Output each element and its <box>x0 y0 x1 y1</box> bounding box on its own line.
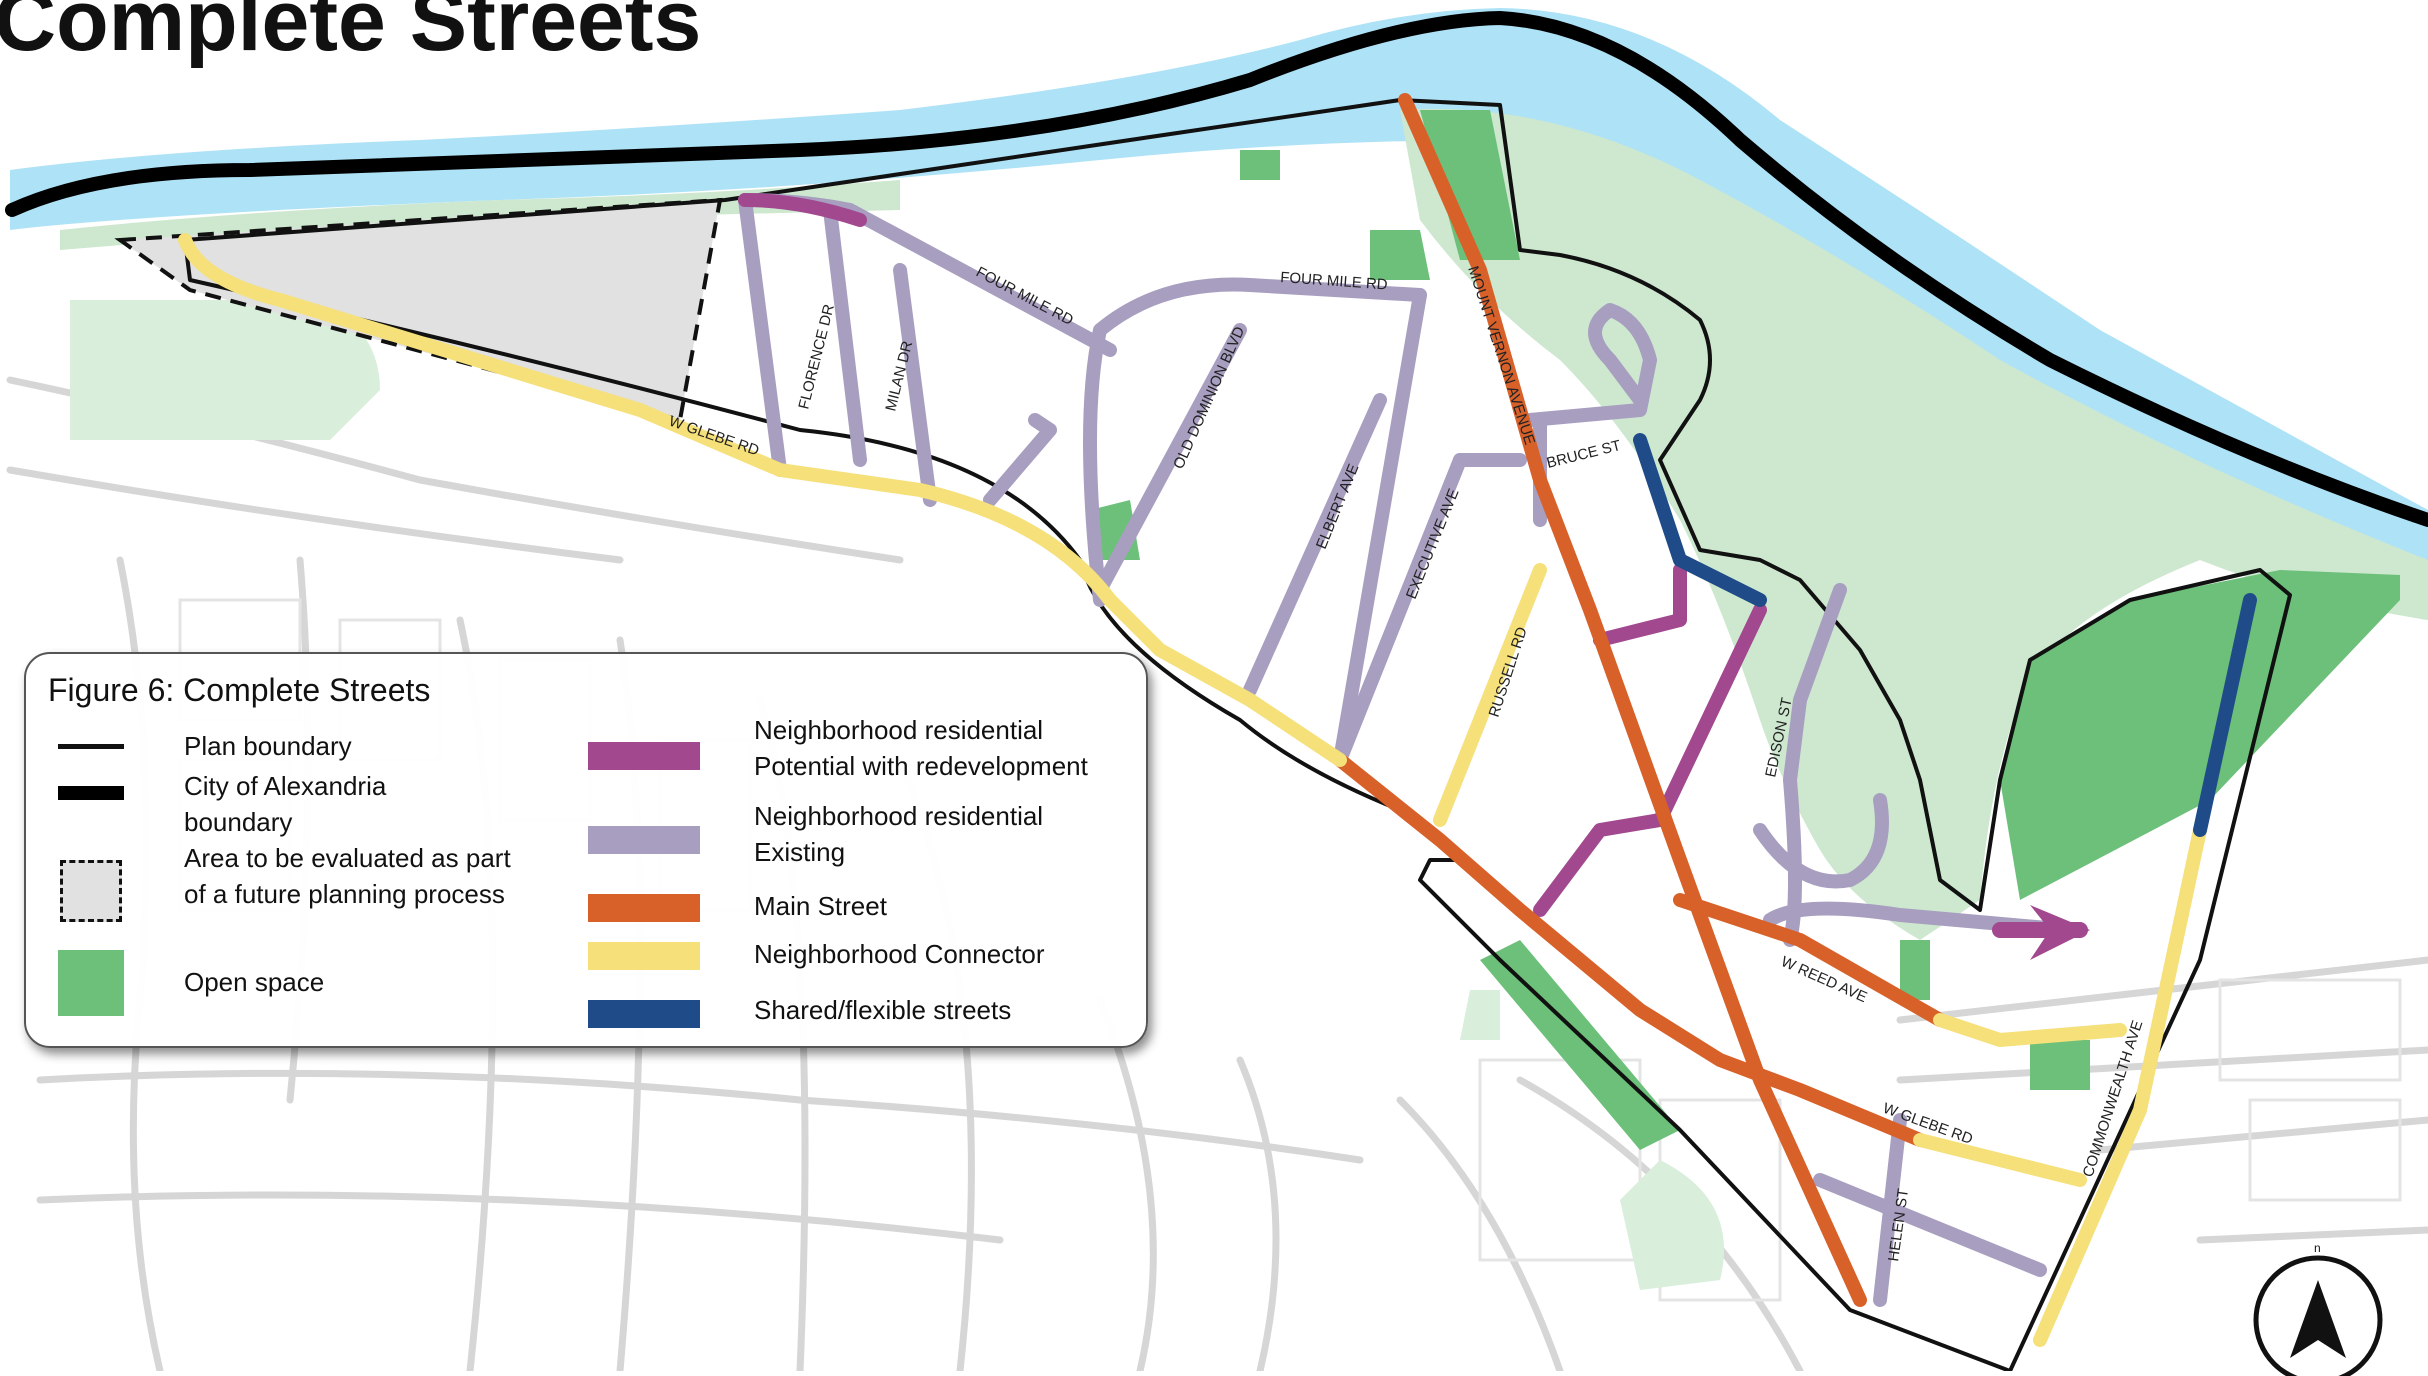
legend-main-street: Main Street <box>754 891 887 921</box>
city-boundary-swatch <box>58 786 124 800</box>
label-w-glebe-rd-1: W GLEBE RD <box>667 413 762 460</box>
plan-boundary <box>183 98 2292 1371</box>
north-arrow-icon: n <box>2253 1241 2383 1376</box>
label-executive-ave: EXECUTIVE AVE <box>1403 486 1463 601</box>
legend-shared-streets: Shared/flexible streets <box>754 995 1012 1025</box>
label-four-mile-rd-1: FOUR MILE RD <box>973 264 1076 330</box>
street-network <box>178 93 2257 1347</box>
legend-future-area: Area to be evaluated as part of a future… <box>184 843 511 909</box>
page-title: Complete Streets <box>0 0 702 69</box>
city-boundary <box>5 10 2428 527</box>
main-street-swatch <box>588 894 700 922</box>
residential-potential-swatch <box>588 742 700 770</box>
open-space-swatch <box>58 950 124 1016</box>
legend-city-boundary: City of Alexandria boundary <box>184 771 387 837</box>
label-florence-dr: FLORENCE DR <box>795 302 838 411</box>
legend-title: Figure 6: Complete Streets <box>48 672 431 708</box>
legend-plan-boundary: Plan boundary <box>184 731 352 761</box>
plan-boundary-swatch <box>58 744 124 749</box>
legend-residential-potential: Neighborhood residential Potential with … <box>754 715 1088 781</box>
future-area-swatch <box>60 860 122 922</box>
shared-streets-swatch <box>588 1000 700 1028</box>
label-bruce-st: BRUCE ST <box>1545 437 1623 472</box>
label-elbert-ave: ELBERT AVE <box>1313 462 1363 552</box>
legend-residential-existing: Neighborhood residential Existing <box>754 801 1044 867</box>
connector-swatch <box>588 942 700 970</box>
open-space-faint <box>70 300 1724 1290</box>
north-label: n <box>2314 1241 2321 1255</box>
label-old-dominion-blvd: OLD DOMINION BLVD <box>1170 324 1248 472</box>
marsh-area <box>1400 108 2428 940</box>
legend-open-space: Open space <box>184 967 325 997</box>
residential-existing-swatch <box>588 826 700 854</box>
map-legend: Figure 6: Complete Streets Plan boundary… <box>24 652 1148 1048</box>
legend-connector: Neighborhood Connector <box>754 939 1045 969</box>
